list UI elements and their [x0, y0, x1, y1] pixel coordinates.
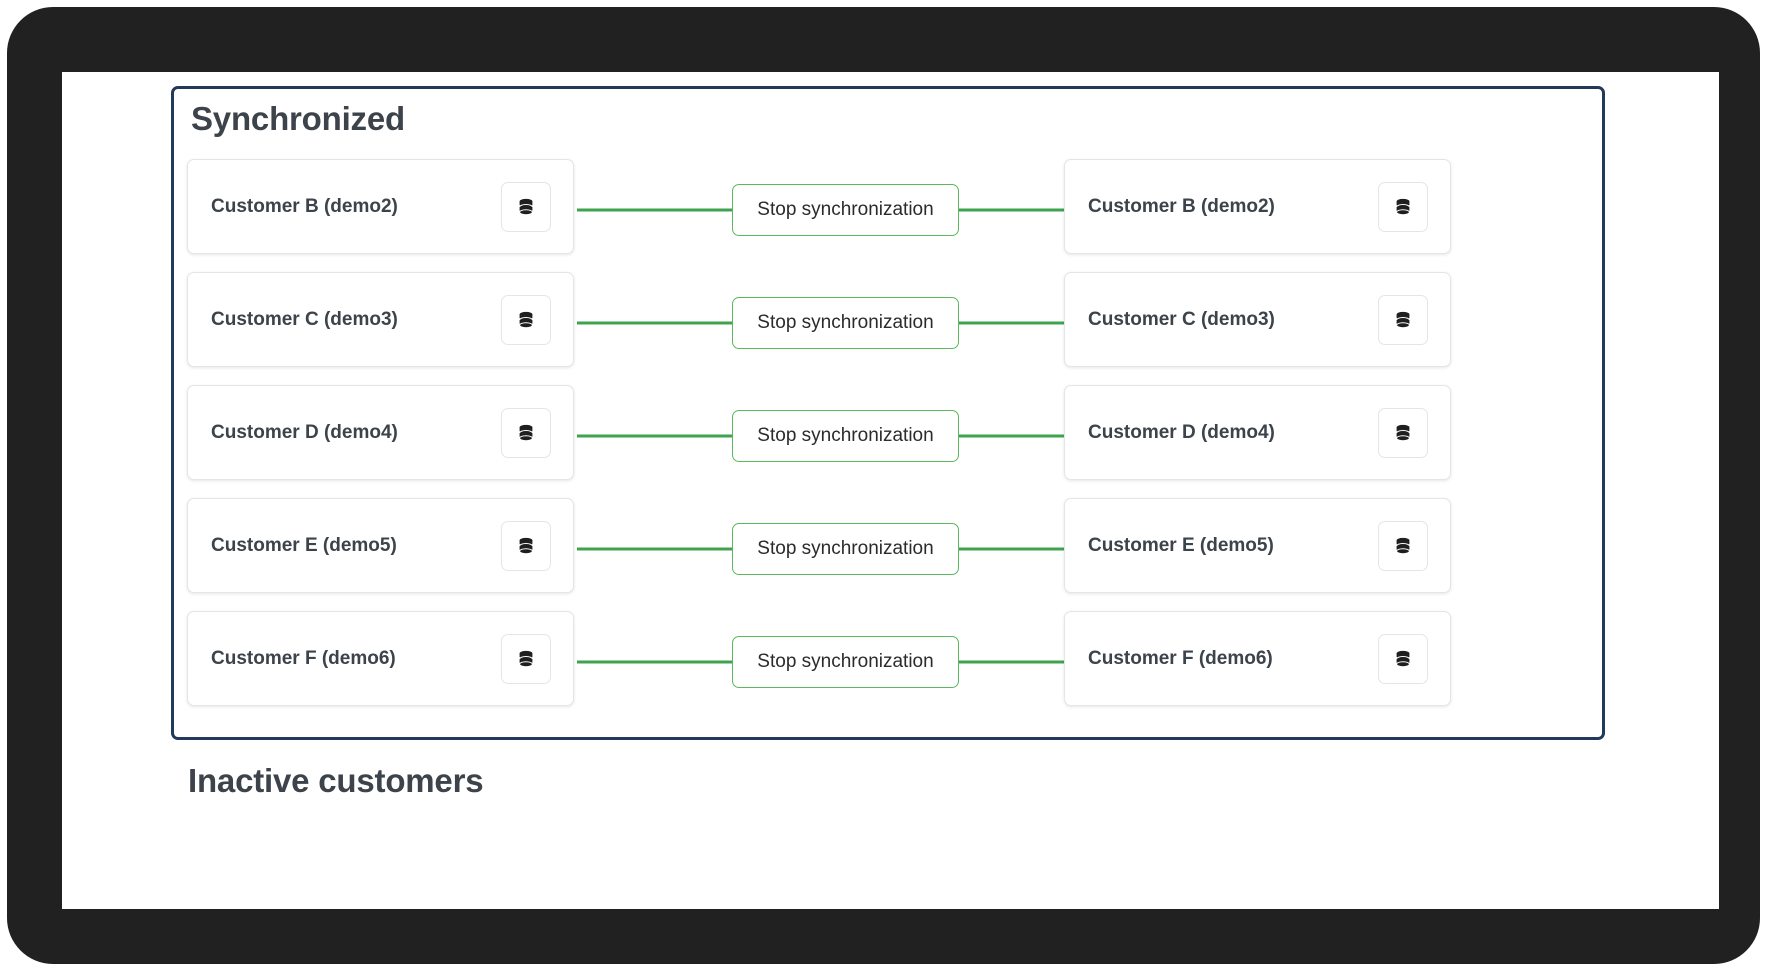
source-customer-card: Customer B (demo2) [187, 159, 574, 254]
database-icon-button[interactable] [501, 633, 551, 684]
connector-line-right [914, 547, 1064, 550]
stop-synchronization-button[interactable]: Stop synchronization [732, 522, 959, 575]
sync-row: Customer E (demo5) Stop synchronization Cu… [187, 492, 1591, 605]
synchronized-panel: Synchronized Customer B (demo2) Stop sync… [171, 86, 1605, 740]
sync-row: Customer B (demo2) Stop synchronization Cu… [187, 153, 1591, 266]
database-icon-button[interactable] [501, 407, 551, 458]
source-customer-card: Customer F (demo6) [187, 611, 574, 706]
customer-name: Customer D (demo4) [211, 421, 398, 443]
device-bezel: Synchronized Customer B (demo2) Stop sync… [7, 7, 1760, 964]
connector-line-right [914, 660, 1064, 663]
customer-name: Customer B (demo2) [211, 195, 398, 217]
stop-synchronization-button[interactable]: Stop synchronization [732, 409, 959, 462]
connector-line-left [577, 208, 734, 211]
database-icon [1392, 196, 1414, 218]
target-customer-card: Customer B (demo2) [1064, 159, 1451, 254]
customer-name: Customer E (demo5) [1088, 534, 1274, 556]
page-title: Synchronized [191, 100, 405, 137]
database-icon-button[interactable] [501, 294, 551, 345]
database-icon [1392, 309, 1414, 331]
stop-synchronization-button[interactable]: Stop synchronization [732, 183, 959, 236]
database-icon [515, 648, 537, 670]
database-icon [515, 422, 537, 444]
sync-row: Customer F (demo6) Stop synchronization Cu… [187, 605, 1591, 718]
database-icon-button[interactable] [1378, 407, 1428, 458]
sync-row: Customer D (demo4) Stop synchronization Cu… [187, 379, 1591, 492]
customer-name: Customer E (demo5) [211, 534, 397, 556]
database-icon [1392, 535, 1414, 557]
customer-name: Customer B (demo2) [1088, 195, 1275, 217]
connector-line-right [914, 208, 1064, 211]
database-icon-button[interactable] [1378, 294, 1428, 345]
sync-row: Customer C (demo3) Stop synchronization Cu… [187, 266, 1591, 379]
customer-name: Customer C (demo3) [211, 308, 398, 330]
connector-line-left [577, 321, 734, 324]
database-icon-button[interactable] [501, 181, 551, 232]
source-customer-card: Customer E (demo5) [187, 498, 574, 593]
target-customer-card: Customer D (demo4) [1064, 385, 1451, 480]
database-icon [1392, 648, 1414, 670]
source-customer-card: Customer D (demo4) [187, 385, 574, 480]
customer-name: Customer F (demo6) [211, 647, 396, 669]
connector-line-left [577, 547, 734, 550]
connector-line-right [914, 321, 1064, 324]
connector-line-left [577, 660, 734, 663]
database-icon-button[interactable] [501, 520, 551, 571]
database-icon [515, 309, 537, 331]
database-icon-button[interactable] [1378, 181, 1428, 232]
connector-line-left [577, 434, 734, 437]
database-icon [1392, 422, 1414, 444]
customer-name: Customer D (demo4) [1088, 421, 1275, 443]
stop-synchronization-button[interactable]: Stop synchronization [732, 635, 959, 688]
database-icon [515, 196, 537, 218]
database-icon-button[interactable] [1378, 520, 1428, 571]
customer-name: Customer F (demo6) [1088, 647, 1273, 669]
database-icon-button[interactable] [1378, 633, 1428, 684]
customer-name: Customer C (demo3) [1088, 308, 1275, 330]
inactive-customers-heading: Inactive customers [188, 762, 484, 799]
target-customer-card: Customer C (demo3) [1064, 272, 1451, 367]
source-customer-card: Customer C (demo3) [187, 272, 574, 367]
target-customer-card: Customer F (demo6) [1064, 611, 1451, 706]
database-icon [515, 535, 537, 557]
target-customer-card: Customer E (demo5) [1064, 498, 1451, 593]
connector-line-right [914, 434, 1064, 437]
stop-synchronization-button[interactable]: Stop synchronization [732, 296, 959, 349]
page-surface: Synchronized Customer B (demo2) Stop sync… [62, 72, 1719, 909]
